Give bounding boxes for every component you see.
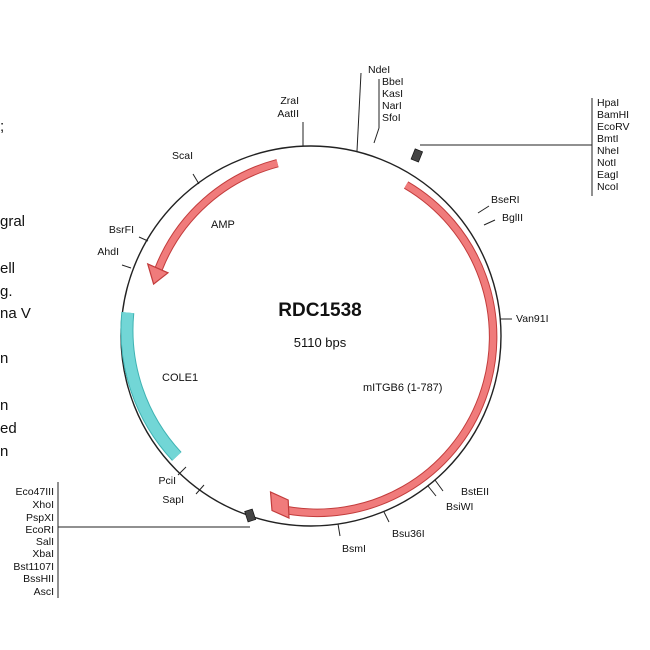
site-label-xbai: XbaI [32,548,54,560]
site-label-eco47iii: Eco47III [15,486,54,498]
mcs-bottom-list: Eco47III XhoI PspXI EcoRI SalI XbaI Bst1… [13,486,54,598]
feature-amp-arrow-fill [155,160,279,270]
site-label-sapi: SapI [162,494,184,506]
site-label-bamhi: BamHI [597,109,629,121]
feature-cole1-label: COLE1 [162,372,198,384]
text-fragment: na V [0,305,31,322]
site-label-sali: SalI [36,536,54,548]
site-label-nari: NarI [382,100,402,112]
plasmid-size: 5110 bps [294,335,347,350]
site-label-noti: NotI [597,157,616,169]
feature-mitgb6-arrow-fill [285,182,497,517]
text-fragment: g. [0,283,13,300]
site-label-sfoi: SfoI [382,112,401,124]
site-label-asci: AscI [34,586,54,598]
text-fragment: n [0,350,9,367]
site-label-ncoi: NcoI [597,181,619,193]
feature-mitgb6-arrowhead [269,491,290,519]
text-fragment: n [0,443,9,460]
site-label-bsshii: BssHII [23,573,54,585]
feature-cole1-arc-fill [121,312,181,461]
site-label-ahdi: AhdI [97,246,119,258]
feature-amp-arrow [154,159,279,271]
feature-mitgb6-label: mITGB6 (1-787) [363,382,442,394]
site-label-bseri: BseRI [491,194,520,206]
mcs-bottom-connector [57,482,257,598]
mcs-top-connector [410,98,593,196]
site-label-van91i: Van91I [516,313,549,325]
site-label-bst1107i: Bst1107I [13,561,54,573]
site-label-ecori: EcoRI [25,524,54,536]
text-fragment: gral [0,213,26,230]
site-label-bsu36i: Bsu36I [392,528,425,540]
site-label-nhei: NheI [597,145,619,157]
feature-amp-arrowhead [146,262,170,286]
site-label-pcii: PciI [158,475,176,487]
site-label-hpai: HpaI [597,97,619,109]
site-label-ecorv: EcoRV [597,121,630,133]
plasmid-name: RDC1538 [278,300,361,321]
text-fragment: ed [0,420,17,437]
site-label-scai: ScaI [172,150,193,162]
site-label-aatii: AatII [277,108,299,120]
site-label-pspxi: PspXI [26,512,54,524]
site-label-bsmi: BsmI [342,543,366,555]
site-label-bglii: BglII [502,212,523,224]
text-fragment: ell [0,260,16,277]
feature-amp-label: AMP [211,219,235,231]
mcs-top-list: HpaI BamHI EcoRV BmtI NheI NotI EagI Nco… [597,97,630,193]
site-label-bsteii: BstEII [461,486,489,498]
text-fragment: ; [0,118,5,135]
site-label-bmti: BmtI [597,133,619,145]
text-fragment: n [0,397,9,414]
site-label-bsiwi: BsiWI [446,501,473,513]
site-label-bbei: BbeI [382,76,404,88]
site-label-zrai: ZraI [280,95,299,107]
site-ticks [121,72,512,537]
site-label-ndei: NdeI [368,64,390,76]
site-label-xhoi: XhoI [32,499,54,511]
site-label-eagi: EagI [597,169,619,181]
site-label-kasi: KasI [382,88,403,100]
site-label-bsrfi: BsrFI [109,224,134,236]
